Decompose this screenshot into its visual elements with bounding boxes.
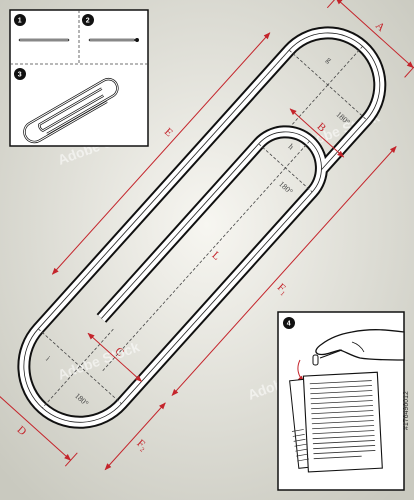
step-badge-1	[14, 14, 26, 26]
text-lines	[309, 380, 376, 460]
step-badge-3	[14, 68, 26, 80]
stock-id: #176496012	[403, 391, 410, 430]
tiny-clip-icon	[312, 354, 319, 366]
step-badge-4	[283, 317, 295, 329]
small-paperclip-icon	[23, 77, 119, 144]
step-number-1: 1	[18, 18, 22, 25]
step-badge-2	[82, 14, 94, 26]
back-sheet-lines	[291, 429, 310, 462]
radius-label-g: g	[324, 55, 333, 64]
hand-icon	[315, 329, 405, 361]
radius-label-i: i	[44, 354, 52, 363]
step-number-3: 3	[18, 72, 22, 79]
inset-steps-1-3: 1 2 3	[9, 9, 149, 147]
radius-label-h: h	[287, 142, 296, 151]
paper-sheet-front	[302, 371, 383, 473]
step-number-2: 2	[86, 18, 90, 25]
inset-step-4: 4	[277, 311, 405, 491]
step-number-4: 4	[287, 321, 291, 328]
dimension-lines	[0, 0, 414, 471]
